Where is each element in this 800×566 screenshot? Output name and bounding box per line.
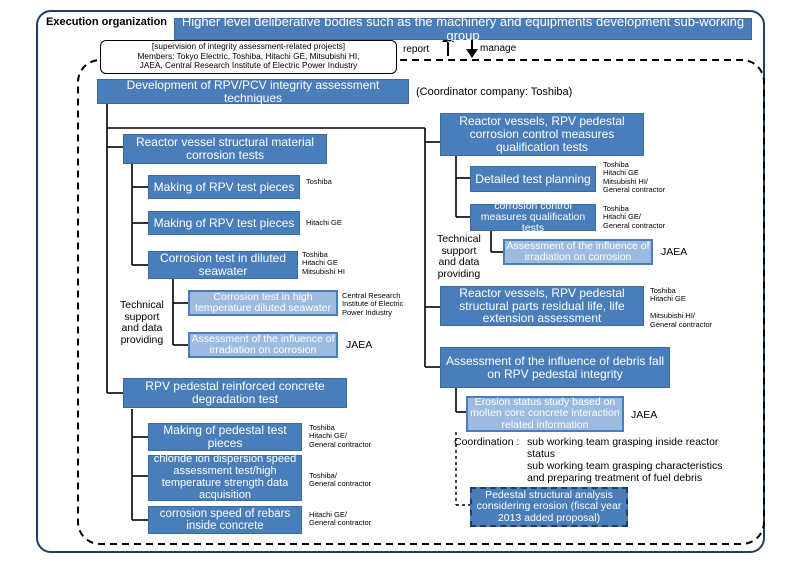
- pedestal-pieces-box: Making of pedestal test pieces: [148, 423, 302, 451]
- coordination-item-1: sub working team grasping inside reactor…: [527, 436, 719, 460]
- residual-life-box: Reactor vessels, RPV pedestal structural…: [440, 286, 644, 326]
- right-irradiation-box: Assessment of the influence of irradiati…: [503, 239, 653, 265]
- right-technical-support-label: Technical support and data providing: [437, 233, 481, 280]
- making-rpv-box-1: Making of RPV test pieces: [148, 175, 300, 199]
- manage-label: manage: [480, 43, 517, 54]
- left-technical-support-label: Technical support and data providing: [120, 299, 164, 346]
- high-temp-corrosion-box: Corrosion test in high temperature dilut…: [188, 290, 338, 316]
- control-measures-org: Toshiba Hitachi GE/ General contractor: [603, 204, 666, 230]
- structural-analysis-box: Pedestal structural analysis considering…: [470, 487, 628, 527]
- frame-title: Execution organization: [46, 16, 168, 28]
- supervision-line-2: Members: Tokyo Electric, Toshiba, Hitach…: [137, 50, 360, 61]
- chloride-org: Toshiba/ General contractor: [309, 471, 372, 489]
- rebars-org: Hitachi GE/ General contractor: [309, 510, 372, 528]
- coordinator-label: (Coordinator company: Toshiba): [416, 86, 573, 98]
- pedestal-degradation-box: RPV pedestal reinforced concrete degrada…: [123, 378, 347, 408]
- supervision-line-1: [supervision of integrity assessment-rel…: [151, 41, 346, 51]
- coordination-label: Coordination :: [454, 436, 520, 448]
- pedestal-pieces-org: Toshiba Hitachi GE/ General contractor: [309, 423, 372, 449]
- diluted-seawater-org: Toshiba Hitachi GE Mitsubishi HI: [302, 250, 345, 276]
- left-irradiation-box: Assessment of the influence of irradiati…: [188, 332, 338, 358]
- outer-frame: [36, 10, 765, 553]
- erosion-study-box: Erosion status study based on molten cor…: [466, 396, 624, 432]
- report-label: report: [403, 44, 430, 55]
- debris-fall-box: Assessment of the influence of debris fa…: [440, 347, 670, 388]
- top-deliberative-box: Higher level deliberative bodies such as…: [174, 14, 752, 43]
- diluted-seawater-box: Corrosion test in diluted seawater: [148, 251, 298, 279]
- right-irradiation-org: JAEA: [661, 246, 688, 258]
- detailed-planning-box: Detailed test planning: [470, 166, 596, 192]
- making-rpv-2-org: Hitachi GE: [306, 218, 342, 227]
- making-rpv-box-2: Making of RPV test pieces: [148, 211, 300, 235]
- left-irradiation-org: JAEA: [346, 339, 373, 351]
- main-development-box: Development of RPV/PCV integrity assessm…: [97, 78, 409, 104]
- manage-arrow-head: [466, 49, 478, 58]
- erosion-study-org: JAEA: [631, 409, 658, 421]
- chloride-test-box: chloride ion dispersion speed assessment…: [148, 453, 302, 501]
- qualification-tests-box: Reactor vessels, RPV pedestal corrosion …: [440, 113, 644, 156]
- control-measures-box: corrosion control measures qualification…: [470, 200, 596, 234]
- supervision-note: [supervision of integrity assessment-rel…: [100, 40, 397, 74]
- residual-life-org: Toshiba Hitachi GE Mitsubishi HI/ Genera…: [650, 286, 713, 329]
- rebars-corrosion-box: corrosion speed of rebars inside concret…: [148, 506, 302, 534]
- detailed-planning-org: Toshiba Hitachi GE Mitsubishi HI/ Genera…: [603, 160, 666, 195]
- making-rpv-1-org: Toshiba: [306, 177, 332, 186]
- coordination-item-2: sub working team grasping characteristic…: [527, 460, 723, 484]
- corrosion-tests-box: Reactor vessel structural material corro…: [123, 134, 327, 164]
- supervision-line-3: JAEA, Central Research Institute of Elec…: [139, 60, 358, 71]
- high-temp-org: Central Research Institute of Electric P…: [342, 291, 404, 317]
- tree-lines: [106, 104, 503, 521]
